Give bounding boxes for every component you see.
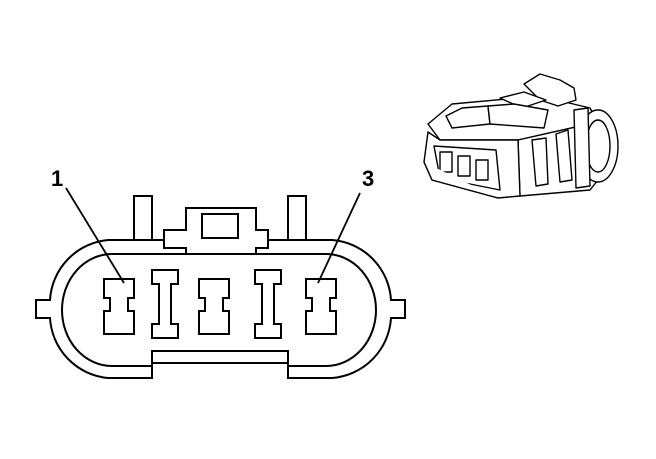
rear-collar-band [573, 107, 591, 189]
leader-lines [65, 187, 361, 284]
leader-line-pin-3 [317, 192, 361, 284]
terminal-cavity-3 [305, 278, 337, 335]
front-face-edge [423, 161, 499, 199]
center-latch-window [201, 213, 239, 239]
body-rib-2 [555, 129, 573, 183]
center-rib-1 [151, 269, 179, 339]
front-terminal-3 [475, 159, 489, 181]
terminal-cavity-2 [198, 278, 230, 335]
pin-label-3: 3 [362, 166, 374, 191]
pin-label-1: 1 [51, 166, 63, 191]
leader-line-pin-1 [65, 187, 125, 284]
body-rib-1 [531, 137, 549, 187]
terminal-cavity-1 [103, 278, 135, 335]
front-terminal-2 [457, 155, 471, 177]
connector-face-view [35, 195, 406, 379]
side-rail-right [487, 103, 549, 129]
connector-3d-view [423, 73, 619, 199]
center-rib-2 [254, 269, 282, 339]
front-terminal-1 [439, 151, 453, 173]
